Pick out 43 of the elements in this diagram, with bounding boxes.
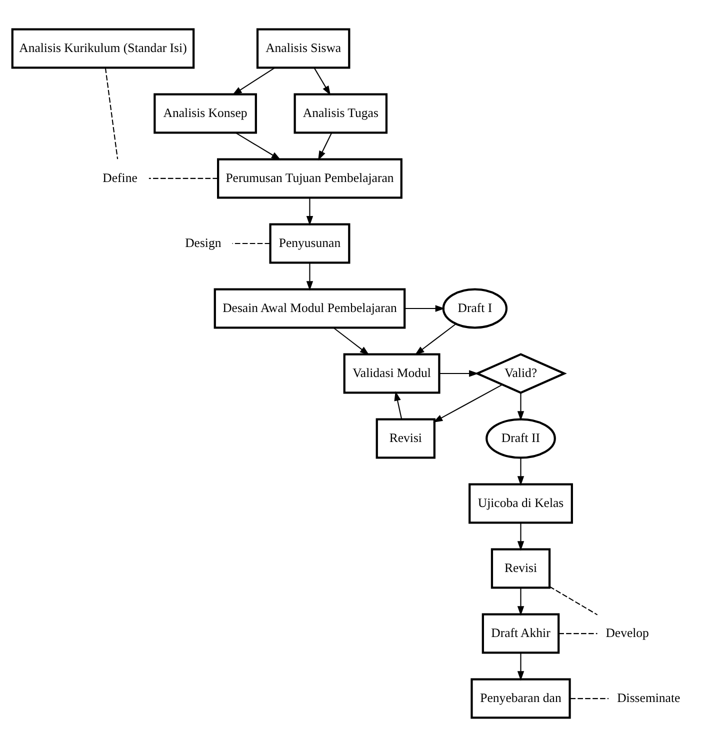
arrow bbox=[517, 652, 524, 680]
arrow bbox=[314, 66, 331, 95]
node-box: Draft Akhir bbox=[482, 612, 560, 654]
node-box: Penyusunan bbox=[269, 222, 350, 264]
arrow bbox=[318, 132, 332, 160]
arrow bbox=[306, 197, 314, 226]
connector bbox=[570, 698, 608, 699]
arrow bbox=[235, 132, 281, 160]
node-box: Ujicoba di Kelas bbox=[468, 482, 573, 524]
node-ellipse: Draft I bbox=[442, 288, 508, 328]
node-text: Define bbox=[102, 170, 138, 184]
arrow bbox=[517, 522, 524, 550]
node-box: Validasi Modul bbox=[343, 352, 440, 394]
arrow bbox=[232, 66, 276, 95]
node-ellipse: Draft II bbox=[486, 418, 556, 458]
connector bbox=[104, 67, 118, 159]
arrow bbox=[440, 370, 479, 376]
arrow bbox=[306, 262, 314, 290]
connector bbox=[558, 632, 598, 634]
node-box: Revisi bbox=[376, 418, 436, 458]
connector bbox=[232, 242, 270, 244]
node-box: Analisis Kurikulum (Standar Isi) bbox=[11, 28, 195, 68]
node-diamond: Valid? bbox=[474, 352, 567, 394]
arrow bbox=[517, 392, 524, 420]
node-box: Analisis Siswa bbox=[256, 28, 350, 68]
node-box: Analisis Konsep bbox=[154, 92, 257, 134]
arrow bbox=[414, 323, 456, 355]
arrow bbox=[394, 390, 402, 419]
node-box: Revisi bbox=[490, 548, 551, 588]
node-box: Analisis Tugas bbox=[294, 92, 388, 134]
connector bbox=[549, 586, 598, 615]
node-box: Penyebaran dan bbox=[470, 678, 571, 718]
arrow bbox=[517, 587, 524, 616]
node-box: Perumusan Tujuan Pembelajaran bbox=[217, 158, 402, 198]
arrow bbox=[404, 304, 445, 312]
node-text: Design bbox=[185, 235, 222, 250]
connector bbox=[148, 177, 218, 178]
node-box: Desain Awal Modul Pembelajaran bbox=[214, 288, 406, 328]
arrow bbox=[433, 384, 503, 422]
node-text: Disseminate bbox=[617, 690, 680, 704]
arrow bbox=[333, 326, 370, 355]
node-text: Develop bbox=[606, 625, 649, 640]
arrow bbox=[517, 457, 524, 486]
